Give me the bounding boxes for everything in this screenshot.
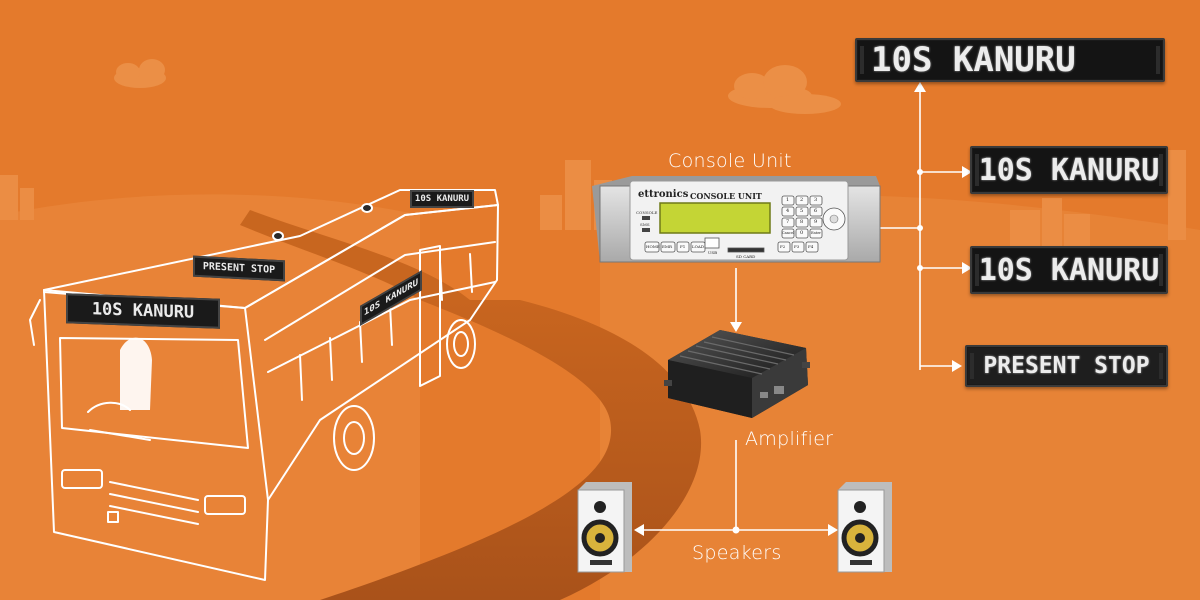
keypad-key-4: 4 xyxy=(786,208,790,214)
console-right-key-f2: F2 xyxy=(780,244,786,249)
keypad-key-9: 9 xyxy=(814,219,818,225)
console-title: CONSOLE UNIT xyxy=(690,191,762,201)
led-display-side-1: 10S KANURU xyxy=(970,146,1168,194)
led-display-front-large: 10S KANURU xyxy=(855,38,1165,82)
console-right-key-f3: F3 xyxy=(794,244,800,249)
led-display-front-large-text: 10S KANURU xyxy=(871,40,1076,80)
bus-illustration xyxy=(29,189,499,581)
led-display-side-2: 10S KANURU xyxy=(970,246,1168,294)
keypad-key-2: 2 xyxy=(800,197,804,203)
console-brand: ettronics xyxy=(638,189,689,200)
led-display-present-stop-text: PRESENT STOP xyxy=(983,353,1150,379)
speakers-label: Speakers xyxy=(692,542,782,564)
amplifier-device xyxy=(664,330,810,418)
console-unit-device xyxy=(592,176,881,263)
speaker-right xyxy=(837,482,892,573)
amplifier-label: Amplifier xyxy=(745,428,834,450)
keypad-key-7: 7 xyxy=(786,219,790,225)
console-fn-key-load: LOAD xyxy=(692,244,705,249)
keypad-key-5: 5 xyxy=(800,208,804,214)
led-display-present-stop: PRESENT STOP xyxy=(965,345,1168,387)
keypad-key-8: 8 xyxy=(800,219,804,225)
driver-seat xyxy=(120,337,152,410)
speaker-left xyxy=(577,482,632,573)
bus-front-led-board: 10S KANURU xyxy=(66,293,220,329)
roof-speakers xyxy=(272,203,373,241)
keypad-key-0: 0 xyxy=(800,230,804,236)
clouds xyxy=(114,59,841,114)
console-indicator-1: CONSOLE xyxy=(636,210,658,215)
console-fn-key-f1: F1 xyxy=(680,244,686,249)
console-port-usb: USB xyxy=(708,250,718,255)
console-indicator-2: SMS xyxy=(640,222,650,227)
keypad-key-3: 3 xyxy=(814,197,818,203)
bus-rear-led-text: 10S KANURU xyxy=(414,194,470,204)
bus-front-led-text: 10S KANURU xyxy=(91,299,195,323)
console-port-sd: SD CARD xyxy=(736,254,756,259)
console-fn-key-home: HOME xyxy=(646,244,660,249)
console-right-key-f4: F4 xyxy=(808,244,814,249)
led-display-side-2-text: 10S KANURU xyxy=(978,252,1160,288)
keypad-key-1: 1 xyxy=(786,197,790,203)
connection-arrows xyxy=(634,82,972,536)
led-display-side-1-text: 10S KANURU xyxy=(978,152,1160,188)
bus-inner-led-text: PRESENT STOP xyxy=(202,261,276,276)
bus-rear-led-board: 10S KANURU xyxy=(410,190,474,208)
console-fn-key-emr: EMR xyxy=(662,244,673,249)
console-unit-label: Console Unit xyxy=(668,150,792,172)
keypad-key-6: 6 xyxy=(814,208,818,214)
keypad-key-enter: Enter xyxy=(811,231,821,235)
keypad-key-cancel: Cancel xyxy=(782,231,795,235)
